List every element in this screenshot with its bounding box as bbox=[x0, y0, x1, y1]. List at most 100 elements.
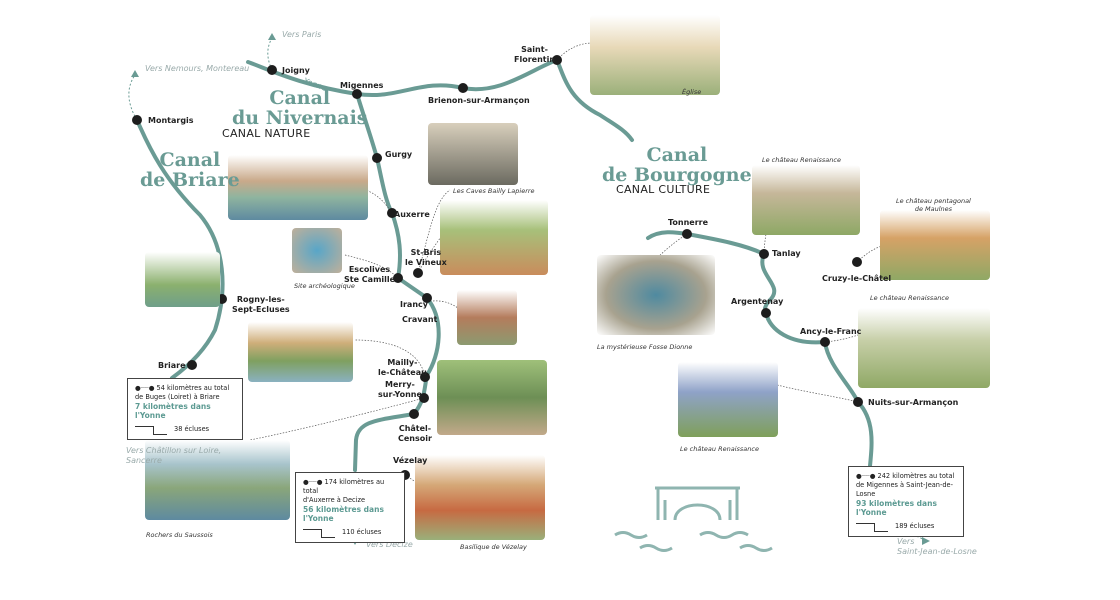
caption-chateau-ancy: Le château Renaissance bbox=[870, 294, 949, 302]
town-ancy-le-franc[interactable]: Ancy-le-Franc bbox=[800, 327, 862, 336]
caption-rochers: Rochers du Saussois bbox=[146, 531, 213, 539]
caption-line: Le château pentagonal bbox=[896, 197, 971, 205]
lock-icon bbox=[303, 529, 335, 538]
picture-rogny bbox=[145, 252, 220, 307]
direction-decize: Vers Decize bbox=[366, 540, 413, 549]
town-auxerre[interactable]: Auxerre bbox=[394, 210, 430, 219]
lock-icon bbox=[135, 426, 167, 435]
picture-rochers bbox=[145, 440, 290, 520]
title-line: Canal bbox=[159, 149, 221, 171]
info-total: ●┈┈● 174 kilomètres au total bbox=[303, 478, 385, 495]
picture-auxerre bbox=[228, 155, 368, 220]
town-tonnerre[interactable]: Tonnerre bbox=[668, 218, 709, 227]
caption-fosse: La mystérieuse Fosse Dionne bbox=[597, 343, 693, 351]
caption-basilique: Basilique de Vézelay bbox=[460, 543, 527, 551]
town-montargis[interactable]: Montargis bbox=[148, 116, 194, 125]
info-yonne-km: 93 kilomètres dans l'Yonne bbox=[856, 499, 937, 517]
info-box-nivernais: ●┈┈● 174 kilomètres au total d'Auxerre à… bbox=[295, 472, 405, 543]
title-line: Canal bbox=[646, 144, 708, 166]
town-dots bbox=[132, 55, 863, 480]
town-gurgy[interactable]: Gurgy bbox=[385, 150, 413, 159]
info-total: ●┈┈● 54 kilomètres au total bbox=[135, 384, 230, 392]
info-box-briare: ●┈┈● 54 kilomètres au total de Buges (Lo… bbox=[127, 378, 243, 440]
town-tanlay[interactable]: Tanlay bbox=[772, 249, 801, 258]
town-label: Châtel- bbox=[398, 424, 432, 433]
yonne-canal-line bbox=[246, 57, 634, 142]
town-cravant[interactable]: Cravant bbox=[402, 315, 438, 324]
town-label: Rogny-les- bbox=[236, 295, 285, 304]
town-merry[interactable]: Merry-sur-Yonne bbox=[378, 380, 422, 400]
title-line: de Briare bbox=[140, 169, 240, 191]
picture-vezelay bbox=[415, 455, 545, 540]
direction-line: Sancerre bbox=[126, 456, 162, 465]
picture-ancy bbox=[858, 308, 990, 388]
town-label: Sept-Ecluses bbox=[232, 305, 290, 314]
town-label: Merry- bbox=[385, 380, 415, 389]
info-route: de Migennes à Saint-Jean-de-Losne bbox=[856, 481, 953, 498]
title-line: Canal bbox=[269, 87, 331, 109]
lock-icon bbox=[856, 523, 888, 532]
info-locks: 38 écluses bbox=[135, 425, 235, 435]
direction-paris: Vers Paris bbox=[282, 30, 322, 39]
town-label: le Vineux bbox=[405, 258, 447, 267]
town-brienon[interactable]: Brienon-sur-Armançon bbox=[428, 96, 530, 105]
info-yonne-km: 7 kilomètres dans l'Yonne bbox=[135, 402, 211, 420]
town-label: Saint- bbox=[521, 45, 548, 54]
town-label: sur-Yonne bbox=[378, 390, 422, 399]
picture-chateau-tanlay bbox=[752, 165, 860, 235]
picture-chatel bbox=[437, 360, 547, 435]
info-box-bourgogne: ●┈┈● 242 kilomètres au total de Migennes… bbox=[848, 466, 964, 537]
town-saint-florentin[interactable]: Saint-Florentin bbox=[514, 45, 555, 65]
info-locks: 110 écluses bbox=[303, 528, 397, 538]
picture-caves bbox=[428, 123, 518, 185]
info-route: de Buges (Loiret) à Briare bbox=[135, 393, 220, 401]
town-label: Mailly- bbox=[387, 358, 418, 367]
info-yonne-km: 56 kilomètres dans l'Yonne bbox=[303, 505, 384, 523]
info-route: d'Auxerre à Decize bbox=[303, 496, 366, 504]
town-label: Escolives bbox=[348, 265, 391, 274]
town-cruzy-le-chatel[interactable]: Cruzy-le-Châtel bbox=[822, 274, 892, 283]
picture-maulnes bbox=[880, 210, 990, 280]
picture-site bbox=[292, 228, 342, 273]
town-label: Censoir bbox=[398, 434, 432, 443]
direction-chatillon: Vers Châtillon sur Loire,Sancerre bbox=[126, 446, 221, 466]
town-migennes[interactable]: Migennes bbox=[340, 81, 384, 90]
picture-cravant bbox=[457, 290, 517, 345]
town-argentenay[interactable]: Argentenay bbox=[731, 297, 784, 306]
town-mailly[interactable]: Mailly-le-Château bbox=[378, 358, 427, 378]
town-vezelay[interactable]: Vézelay bbox=[393, 456, 428, 465]
caption-site: Site archéologique bbox=[294, 282, 355, 290]
caption-eglise: Église bbox=[682, 88, 702, 96]
picture-fosse bbox=[597, 255, 715, 335]
caption-chateau-tanlay: Le château Renaissance bbox=[762, 156, 841, 164]
caption-caves: Les Caves Bailly Lapierre bbox=[453, 187, 535, 195]
town-briare[interactable]: Briare bbox=[158, 361, 186, 370]
canal-culture-subtitle: CANAL CULTURE bbox=[616, 183, 711, 196]
caption-line: de Maulnes bbox=[914, 205, 953, 213]
town-rogny[interactable]: Rogny-les-Sept-Ecluses bbox=[232, 295, 290, 315]
town-chatel-censoir[interactable]: Châtel-Censoir bbox=[398, 424, 432, 444]
town-nuits-sur-armancon[interactable]: Nuits-sur-Armançon bbox=[868, 398, 959, 407]
town-label: Florentin bbox=[514, 55, 556, 64]
town-irancy[interactable]: Irancy bbox=[400, 300, 428, 309]
town-label: St-Bris bbox=[410, 248, 442, 257]
direction-line: Vers bbox=[897, 537, 915, 546]
caption-chateau-nuits: Le château Renaissance bbox=[680, 445, 759, 453]
direction-line: Vers Châtillon sur Loire, bbox=[126, 446, 222, 455]
title-line: de Bourgogne bbox=[602, 164, 752, 186]
canal-de-briare-line bbox=[135, 118, 225, 380]
direction-line: Saint-Jean-de-Losne bbox=[897, 547, 977, 556]
title-line: du Nivernais bbox=[232, 107, 368, 129]
town-joigny[interactable]: Joigny bbox=[282, 66, 310, 75]
picture-eglise bbox=[590, 15, 720, 95]
info-total: ●┈┈● 242 kilomètres au total bbox=[856, 472, 955, 480]
picture-vineyard bbox=[440, 200, 548, 275]
